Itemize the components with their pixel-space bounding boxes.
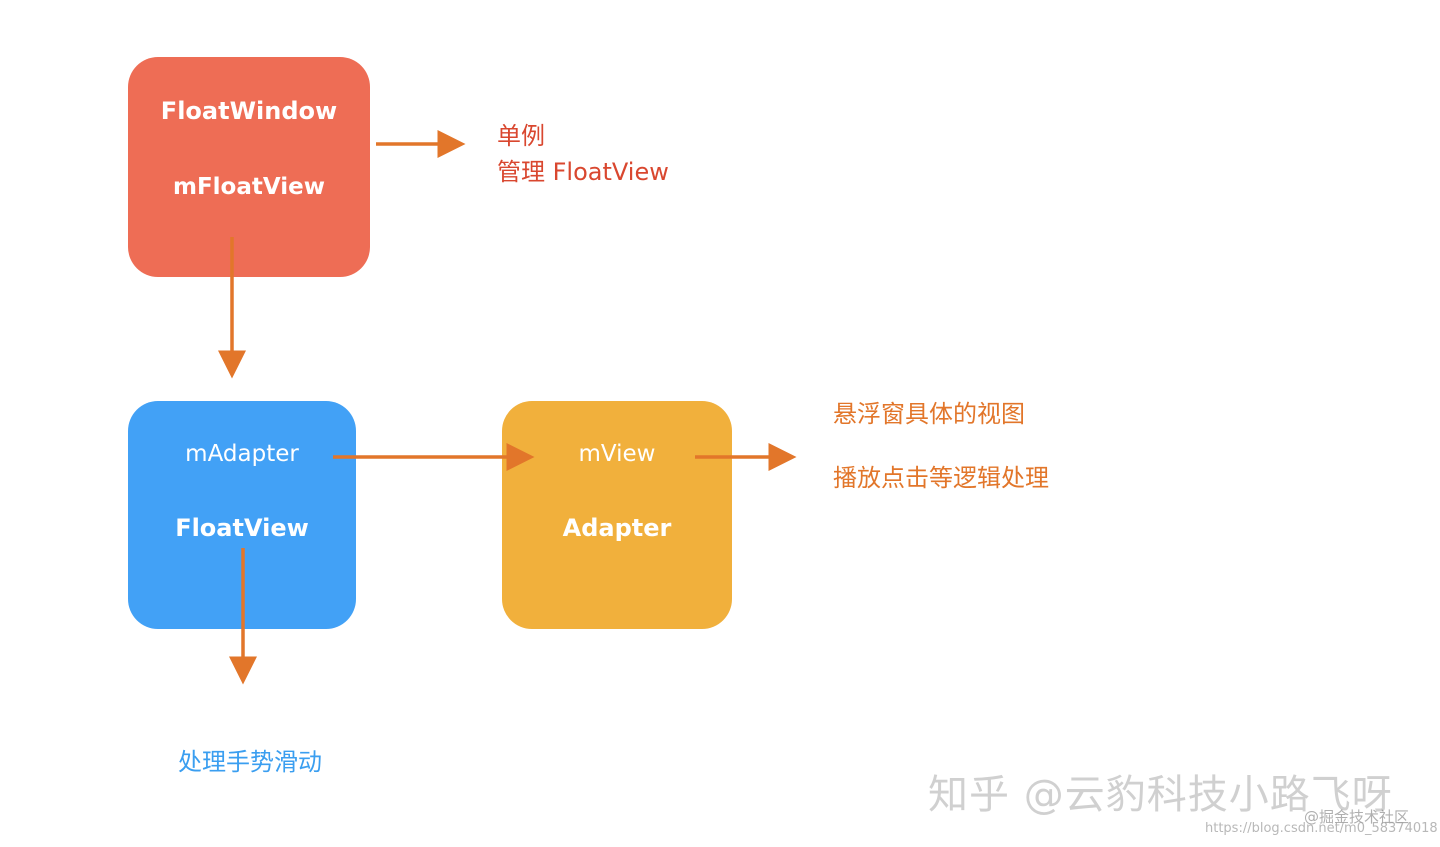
floatview-title: FloatView	[175, 514, 309, 542]
watermark-sub: @掘金技术社区	[1304, 808, 1410, 826]
adapter-box: mView Adapter	[502, 401, 732, 629]
floatview-note: 处理手势滑动	[178, 748, 322, 776]
watermark-url: https://blog.csdn.net/m0_58374018	[1205, 821, 1438, 836]
floatview-member: mAdapter	[185, 441, 299, 467]
floatwindow-note: 单例 管理 FloatView	[497, 118, 669, 190]
floatwindow-title: FloatWindow	[160, 97, 338, 125]
floatwindow-note-line1: 单例	[497, 122, 545, 150]
floatwindow-note-line2: 管理 FloatView	[497, 158, 669, 186]
floatview-box: mAdapter FloatView	[128, 401, 356, 629]
adapter-note-line2: 播放点击等逻辑处理	[833, 464, 1049, 492]
adapter-member: mView	[578, 441, 656, 467]
floatwindow-member: mFloatView	[172, 174, 325, 200]
floatwindow-box: FloatWindow mFloatView	[128, 57, 370, 277]
adapter-title: Adapter	[562, 514, 672, 542]
adapter-note-line1: 悬浮窗具体的视图	[833, 400, 1025, 428]
watermark-main: 知乎 @云豹科技小路飞呀	[928, 772, 1393, 818]
